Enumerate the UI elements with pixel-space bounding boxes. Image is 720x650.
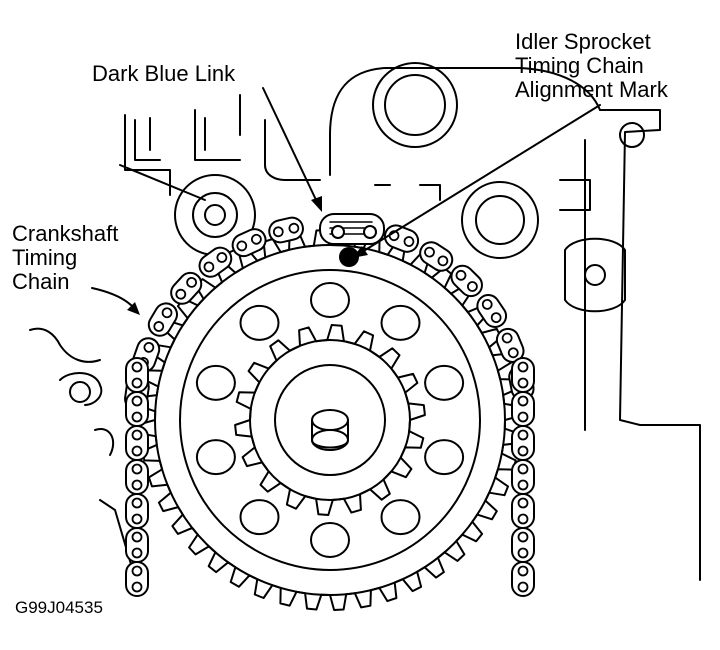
chain-link	[231, 228, 267, 258]
crank-label-line-1: Crankshaft	[12, 221, 119, 246]
chain-link	[511, 527, 535, 563]
sprocket-hole	[310, 282, 350, 318]
dark-blue-link-label: Dark Blue Link	[92, 61, 236, 86]
chain-link	[476, 294, 508, 328]
sprocket-hole	[380, 499, 421, 536]
sprocket-hole	[424, 364, 465, 401]
sprocket-hole	[239, 304, 280, 341]
chain-link	[511, 493, 535, 529]
chain-link	[511, 391, 535, 427]
sprocket-hole	[310, 522, 350, 558]
chain-link	[125, 527, 149, 563]
chain-link	[125, 493, 149, 529]
sprocket-hole	[424, 439, 465, 476]
idler-label-line-3: Alignment Mark	[515, 77, 668, 102]
chain-link	[125, 561, 149, 597]
chain-link	[511, 425, 535, 461]
sprocket-hole	[239, 499, 280, 536]
chain-link	[511, 357, 535, 393]
sprocket-hole	[195, 364, 236, 401]
chain-link	[450, 264, 483, 298]
chain-link	[495, 327, 525, 363]
crank-label-line-3: Chain	[12, 269, 70, 294]
idler-label-line-1: Idler Sprocket	[515, 29, 651, 54]
figure-id: G99J04535	[15, 598, 103, 617]
crankshaft-chain-label: Crankshaft Timing Chain	[12, 222, 118, 294]
timing-chain	[124, 216, 535, 597]
idler-label-line-2: Timing Chain	[515, 53, 644, 78]
chain-link	[268, 216, 304, 244]
crankshaft-sprocket	[139, 229, 521, 611]
dark-blue-link	[319, 213, 385, 245]
chain-link	[125, 391, 149, 427]
chain-link	[511, 561, 535, 597]
right-idler-pulley	[461, 181, 539, 259]
chain-link	[125, 459, 149, 495]
chain-link	[170, 271, 203, 305]
chain-link	[125, 425, 149, 461]
leader-lines	[91, 87, 601, 315]
chain-link	[125, 357, 149, 393]
sprocket-hole	[380, 304, 421, 341]
chain-link	[147, 302, 178, 337]
sprocket-hole	[195, 439, 236, 476]
idler-sprocket-label: Idler Sprocket Timing Chain Alignment Ma…	[515, 30, 668, 102]
alignment-mark	[339, 247, 359, 267]
left-idler-pulley	[174, 174, 256, 256]
chain-link	[511, 459, 535, 495]
crank-label-line-2: Timing	[12, 245, 78, 270]
chain-link	[198, 246, 233, 278]
chain-link	[419, 241, 454, 272]
